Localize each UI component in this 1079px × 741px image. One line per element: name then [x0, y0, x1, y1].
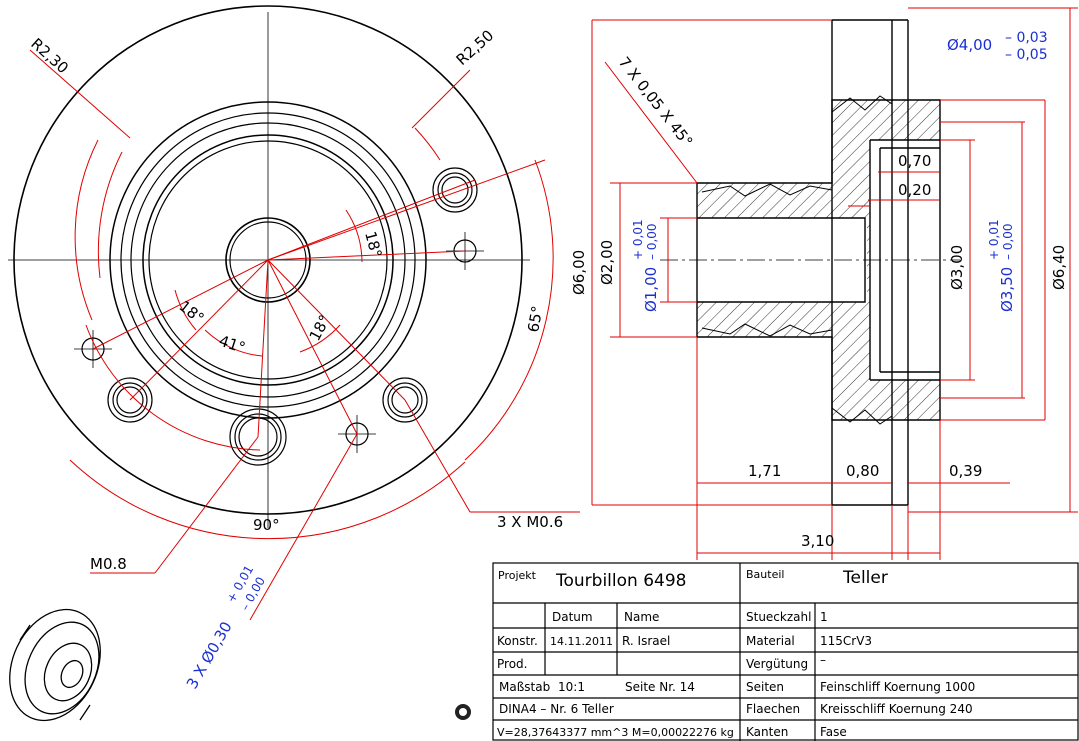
massstab-value: 10:1	[558, 680, 585, 694]
row-label: Seiten	[746, 680, 784, 694]
radius-small-label: R2,30	[27, 35, 72, 78]
chamfer-label: 7 X 0,05 X 45°	[615, 53, 696, 150]
row-label: Stueckzahl	[746, 610, 811, 624]
isometric-thumbnail	[9, 608, 101, 722]
dia-label: Ø2,00	[598, 240, 616, 285]
depth-label: 0,20	[898, 181, 931, 199]
svg-text:Ø4,00: Ø4,00	[947, 36, 992, 54]
konstr-label: Konstr.	[497, 634, 538, 648]
radius-large-label: R2,50	[453, 26, 498, 69]
center-bore	[225, 217, 311, 303]
row-label: Material	[746, 634, 795, 648]
row-value: Fase	[820, 725, 847, 739]
name-label: Name	[624, 610, 659, 624]
outer-circle	[13, 5, 523, 515]
hole-dimension: 3 X Ø0,30 + 0,01 – 0,00	[183, 563, 268, 692]
row-value: 115CrV3	[820, 634, 872, 648]
section-view	[660, 19, 960, 506]
dia-label: Ø6,40	[1050, 245, 1068, 290]
projection-symbol	[455, 704, 471, 720]
row-label: Vergütung	[746, 657, 808, 671]
massstab-label: Maßstab	[499, 680, 550, 694]
length-label: 3,10	[801, 532, 834, 550]
rim-dimension: Ø4,00 – 0,03 – 0,05	[947, 30, 1048, 63]
front-dimensions	[29, 49, 580, 621]
title-block	[492, 562, 1079, 741]
length-label: 1,71	[748, 462, 781, 480]
svg-text:– 0,00: – 0,00	[1001, 223, 1015, 260]
threaded-hole	[382, 377, 428, 423]
section-labels: 7 X 0,05 X 45° Ø6,00 Ø2,00 Ø1,00 + 0,01 …	[570, 30, 1068, 550]
svg-text:+ 0,01: + 0,01	[987, 219, 1001, 260]
bore-dimension: Ø1,00 + 0,01 – 0,00	[631, 219, 660, 312]
section-dimensions	[591, 7, 1078, 560]
bauteil-label: Bauteil	[746, 568, 784, 581]
svg-text:3 X Ø0,30: 3 X Ø0,30	[183, 618, 236, 692]
dia-label: Ø3,00	[948, 245, 966, 290]
depth-label: 0,70	[898, 152, 931, 170]
angle-label: 18°	[176, 297, 208, 328]
volume-label: V=28,37643377 mm^3 M=0,00022276 kg	[497, 726, 734, 739]
svg-text:Ø1,00: Ø1,00	[642, 267, 660, 312]
front-labels: R2,30 R2,50 18° 18° 18° 41° 65° 90° 3 X …	[27, 26, 563, 692]
angle-label: 90°	[253, 516, 280, 534]
angle-label: 65°	[524, 304, 546, 333]
angle-label: 18°	[306, 312, 334, 344]
length-label: 0,39	[949, 462, 982, 480]
row-value: –	[820, 653, 826, 667]
angle-label: 41°	[217, 332, 248, 357]
row-label: Flaechen	[746, 702, 800, 716]
thread-label: M0.8	[90, 555, 127, 573]
format-label: DINA4 – Nr. 6 Teller	[499, 702, 614, 716]
seite-label: Seite Nr. 14	[625, 680, 695, 694]
length-label: 0,80	[846, 462, 879, 480]
row-value: Feinschliff Koernung 1000	[820, 680, 975, 694]
dia-label: Ø6,00	[570, 250, 588, 295]
svg-text:Ø3,50: Ø3,50	[998, 267, 1016, 312]
bauteil-value: Teller	[842, 568, 888, 588]
projekt-value: Tourbillon 6498	[555, 571, 686, 591]
thread-label: 3 X M0.6	[497, 513, 563, 531]
threaded-hole	[107, 377, 153, 423]
svg-text:+ 0,01: + 0,01	[631, 219, 645, 260]
recess-dimension: Ø3,50 + 0,01 – 0,00	[987, 219, 1016, 312]
row-value: 1	[820, 610, 828, 624]
svg-text:– 0,05: – 0,05	[1005, 47, 1048, 63]
threaded-hole	[432, 167, 478, 213]
row-label: Kanten	[746, 725, 788, 739]
row-value: Kreisschliff Koernung 240	[820, 702, 973, 716]
front-view	[8, 5, 530, 528]
datum-label: Datum	[552, 610, 593, 624]
projekt-label: Projekt	[498, 569, 537, 582]
svg-text:– 0,00: – 0,00	[645, 223, 659, 260]
konstr-datum: 14.11.2011	[550, 635, 613, 648]
title-block-text: Projekt Tourbillon 6498 Bauteil Teller D…	[497, 568, 975, 739]
threaded-hole	[229, 408, 287, 466]
prod-label: Prod.	[497, 657, 527, 671]
svg-text:– 0,03: – 0,03	[1005, 30, 1048, 46]
konstr-name: R. Israel	[622, 634, 670, 648]
